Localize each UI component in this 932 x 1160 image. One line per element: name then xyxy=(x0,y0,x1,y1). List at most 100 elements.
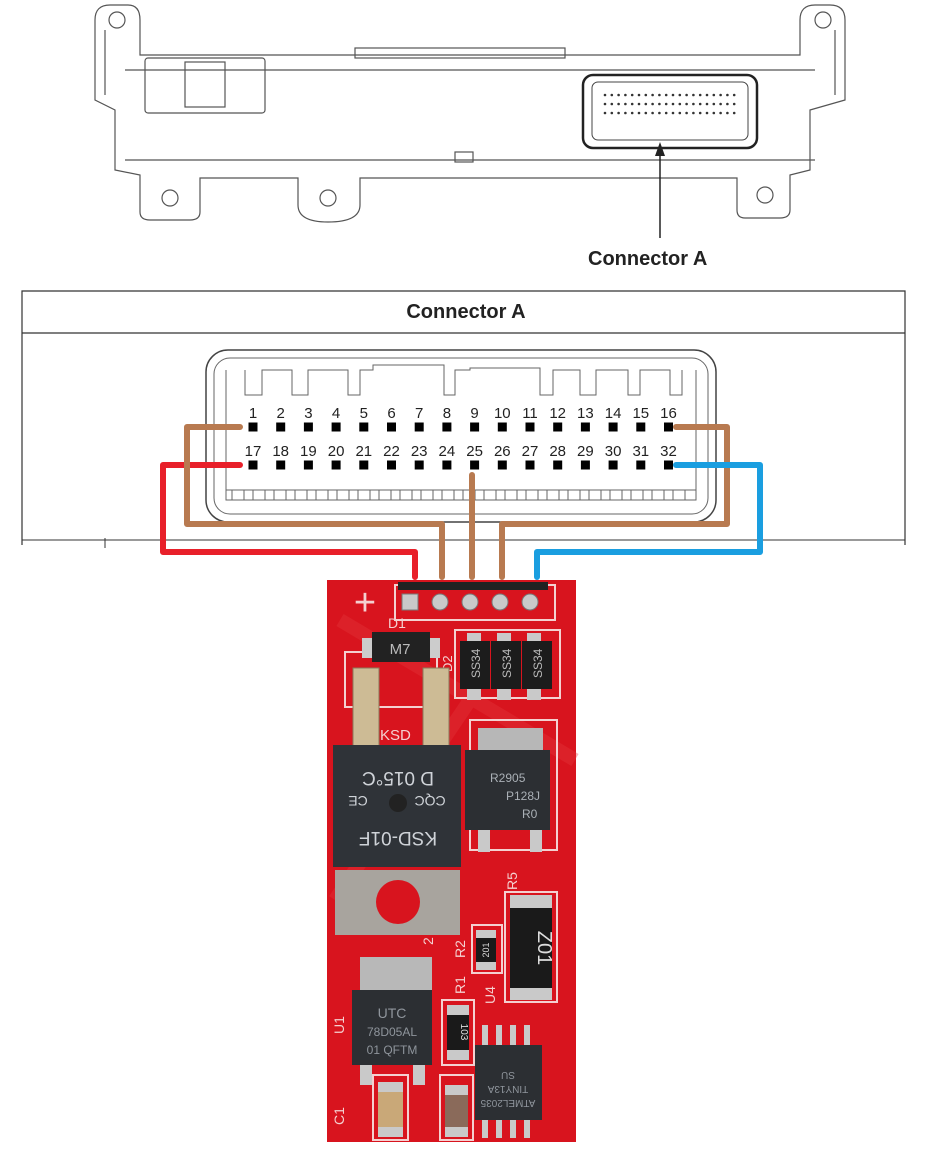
housing-pin xyxy=(658,93,661,97)
svg-text:78D05AL: 78D05AL xyxy=(367,1025,417,1039)
pin-number-2: 2 xyxy=(277,405,285,422)
pin-number-18: 18 xyxy=(272,443,289,460)
pin-number-10: 10 xyxy=(494,405,511,422)
housing-pin xyxy=(726,93,729,97)
face-tooth xyxy=(336,490,350,500)
housing-pin xyxy=(719,102,722,106)
housing-pin xyxy=(732,111,736,115)
connector-a-label: Connector A xyxy=(588,248,707,270)
pin-10 xyxy=(497,422,507,432)
pin-number-28: 28 xyxy=(549,443,566,460)
housing-pin xyxy=(624,102,627,106)
pin-13 xyxy=(580,422,590,432)
svg-text:ATMEL2035: ATMEL2035 xyxy=(480,1097,535,1108)
pin-30 xyxy=(608,460,618,470)
pin-number-3: 3 xyxy=(304,405,312,422)
pin-2 xyxy=(276,422,286,432)
regulator-u1: UTC 78D05AL 01 QFTM xyxy=(352,957,432,1085)
pin-22 xyxy=(387,460,396,470)
svg-text:SS34: SS34 xyxy=(500,648,514,678)
housing-pin xyxy=(651,102,654,106)
pin-8 xyxy=(442,422,452,432)
housing-pin xyxy=(644,93,648,97)
schottky-diodes: SS34 SS34 SS34 xyxy=(460,633,552,700)
mcu-attiny13a: SU TINY13A ATMEL2035 xyxy=(475,1025,542,1138)
silk-r5: R5 xyxy=(504,872,520,890)
diode-d1: M7 xyxy=(362,632,440,662)
pin-number-13: 13 xyxy=(577,405,594,422)
housing-pin xyxy=(617,102,620,106)
face-tooth xyxy=(546,490,560,500)
housing-pin xyxy=(617,93,620,97)
pin-14 xyxy=(608,422,618,432)
face-tooth xyxy=(504,490,518,500)
svg-text:CQC: CQC xyxy=(414,793,445,809)
pcb-board: + D1 M7 D2 SS34 SS34 SS34 xyxy=(327,580,579,1142)
svg-text:SU: SU xyxy=(501,1069,515,1080)
housing-pin xyxy=(671,93,675,97)
face-tooth xyxy=(315,490,329,500)
pin-number-26: 26 xyxy=(494,443,511,460)
housing-pin xyxy=(624,111,627,115)
housing-pin xyxy=(651,111,654,115)
face-tooth xyxy=(525,490,539,500)
pin-number-24: 24 xyxy=(439,443,456,460)
pin-18 xyxy=(276,460,286,470)
silk-d1: D1 xyxy=(388,615,406,631)
face-tooth xyxy=(357,490,371,500)
housing-pin xyxy=(698,111,702,115)
housing-pin xyxy=(705,102,709,106)
pin-5 xyxy=(359,422,369,432)
pin-number-25: 25 xyxy=(466,443,483,460)
pin-4 xyxy=(331,422,341,432)
pin-number-1: 1 xyxy=(249,405,257,422)
pin-31 xyxy=(636,460,646,470)
wires xyxy=(160,424,763,580)
face-tooth xyxy=(588,490,602,500)
housing-pin xyxy=(603,93,607,97)
housing-pin xyxy=(671,111,675,115)
pin-23 xyxy=(414,460,424,470)
svg-text:R0: R0 xyxy=(522,807,538,821)
pin-number-32: 32 xyxy=(660,443,677,460)
housing-pin xyxy=(678,93,682,97)
pin-28 xyxy=(553,460,563,470)
capacitor-c1 xyxy=(378,1082,403,1137)
pin-number-19: 19 xyxy=(300,443,317,460)
face-tooth xyxy=(273,490,287,500)
pin-number-29: 29 xyxy=(577,443,594,460)
housing-pin xyxy=(732,93,736,97)
pin-number-30: 30 xyxy=(605,443,622,460)
housing-pin xyxy=(726,111,729,115)
pin-24 xyxy=(442,460,452,470)
pin-number-5: 5 xyxy=(360,405,368,422)
silk-r2: R2 xyxy=(452,940,468,958)
housing-pin xyxy=(664,111,668,115)
housing-pin xyxy=(698,93,702,97)
silk-r1: R1 xyxy=(452,976,468,994)
housing-pin xyxy=(644,111,648,115)
housing-pin xyxy=(630,111,634,115)
housing-pin xyxy=(712,111,716,115)
pin-29 xyxy=(580,460,590,470)
silk-c1: C1 xyxy=(331,1107,347,1125)
pin-number-21: 21 xyxy=(355,443,372,460)
housing-pin xyxy=(637,102,641,106)
svg-text:SS34: SS34 xyxy=(531,648,545,678)
housing-pin xyxy=(664,93,668,97)
housing-pin xyxy=(610,102,614,106)
pin-number-4: 4 xyxy=(332,405,340,422)
svg-text:201: 201 xyxy=(481,942,491,957)
svg-text:CE: CE xyxy=(348,793,367,809)
pin-12 xyxy=(553,422,563,432)
svg-text:SS34: SS34 xyxy=(469,648,483,678)
pin-number-27: 27 xyxy=(522,443,539,460)
face-tooth xyxy=(483,490,497,500)
housing-pin xyxy=(692,102,695,106)
pin-3 xyxy=(303,422,313,432)
module-housing-drawing xyxy=(94,4,846,223)
pin-number-6: 6 xyxy=(387,405,395,422)
face-tooth xyxy=(294,490,308,500)
face-tooth xyxy=(231,490,245,500)
